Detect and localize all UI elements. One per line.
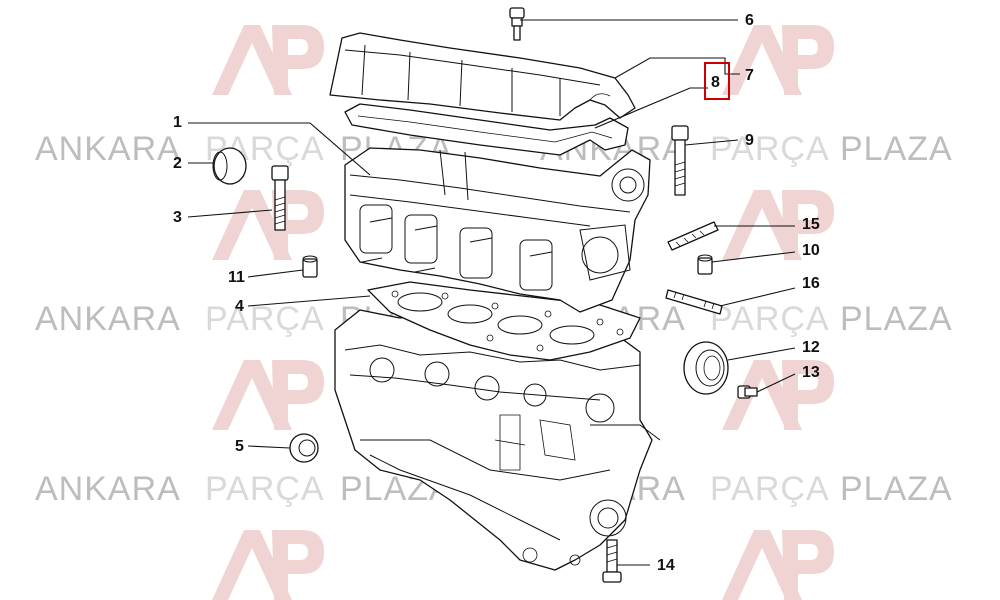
watermark-word-ankara: ANKARA [35,130,181,168]
callout-15[interactable]: 15 [802,216,820,233]
callout-2[interactable]: 2 [173,155,182,172]
watermark-logo [212,190,324,260]
callout-13[interactable]: 13 [802,364,820,381]
callout-5[interactable]: 5 [235,438,244,455]
watermark-word-ankara: ANKARA [35,470,181,508]
watermark-word-plaza: PLAZA [840,300,953,338]
callout-12[interactable]: 12 [802,339,820,356]
camshaft-plug[interactable] [212,147,247,185]
watermark-logo [722,190,834,260]
callout-3[interactable]: 3 [173,209,182,226]
leader-lines [187,19,796,566]
watermark-word-parca: PARÇA [710,130,830,168]
callout-6[interactable]: 6 [745,12,754,29]
valve-cover-gasket[interactable] [344,103,629,156]
watermark-logo [722,25,834,95]
callout-9[interactable]: 9 [745,132,754,149]
camshaft-seal[interactable] [289,433,319,463]
watermark-word-ankara: ANKARA [35,300,181,338]
manifold-stud[interactable] [665,289,723,315]
intake-studs [361,217,553,273]
watermark-word-plaza: PLAZA [840,130,953,168]
head-bolt[interactable] [271,165,289,231]
dowel-pin[interactable] [302,255,318,278]
watermark-word-plaza: PLAZA [840,470,953,508]
watermark-word-parca: PARÇA [710,300,830,338]
callout-4[interactable]: 4 [235,298,244,315]
watermark-word-parca: PARÇA [710,470,830,508]
valve-cover[interactable] [329,32,636,121]
callout-11[interactable]: 11 [228,269,245,286]
crankshaft-seal[interactable] [683,341,729,395]
watermark-logo [212,25,324,95]
head-bolt-long[interactable] [671,125,689,196]
callout-7[interactable]: 7 [745,67,754,84]
dowel-sleeve[interactable] [697,254,713,275]
callout-8[interactable]: 8 [711,74,720,91]
watermark-logo [212,360,324,430]
callout-10[interactable]: 10 [802,242,820,259]
callout-16[interactable]: 16 [802,275,820,292]
cylinder-head[interactable] [344,147,651,313]
callout-1[interactable]: 1 [173,114,182,131]
cover-bolt[interactable] [509,7,525,41]
watermark-word-parca: PARÇA [205,470,325,508]
block-bolt[interactable] [602,539,622,583]
callout-14[interactable]: 14 [657,557,675,574]
drain-plug[interactable] [737,385,758,399]
engine-block[interactable] [334,309,661,571]
watermark-logo [212,530,324,600]
callout-labels: 1 2 3 4 5 6 7 8 9 10 11 12 13 14 15 16 [173,12,820,574]
watermark-logo [722,530,834,600]
watermark-logo [722,360,834,430]
head-gasket[interactable] [367,281,641,361]
exhaust-stud[interactable] [667,221,719,251]
highlight-box [704,62,730,100]
watermark-word-parca: PARÇA [205,300,325,338]
